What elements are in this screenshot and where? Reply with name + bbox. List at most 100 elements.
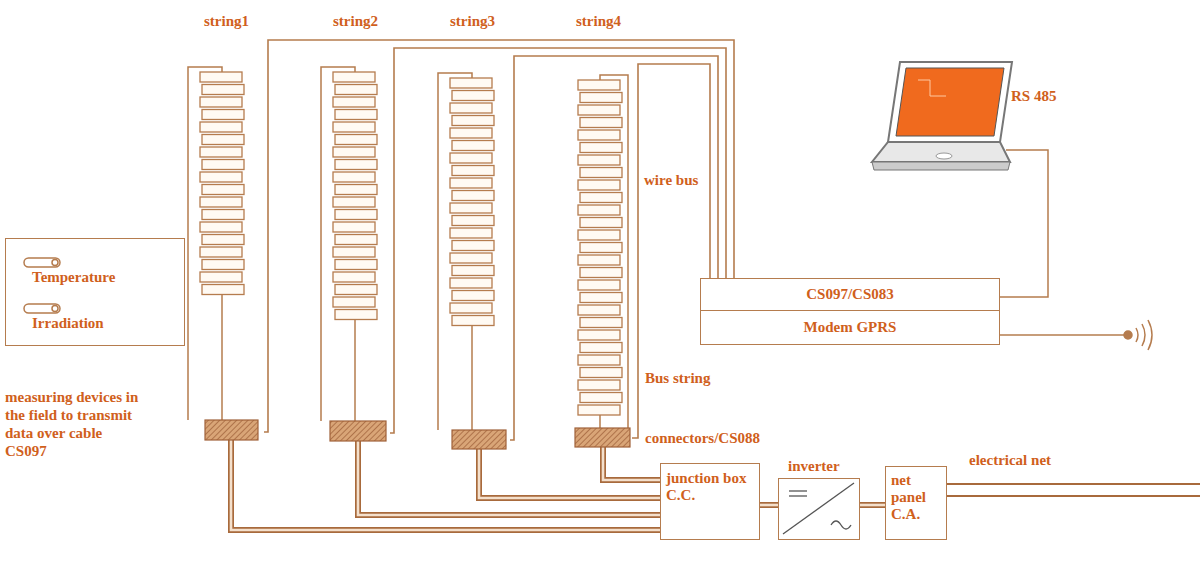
string-heading: string4 <box>576 13 621 30</box>
pv-module <box>450 228 492 238</box>
pv-module <box>578 305 620 315</box>
measuring-devices: TemperatureIrradiationmeasuring devices … <box>5 238 185 460</box>
pv-module <box>200 147 242 157</box>
pv-module <box>202 110 244 120</box>
string-wire <box>599 415 601 428</box>
caption-text: measuring devices in the field to transm… <box>5 388 145 460</box>
pv-module <box>578 380 620 390</box>
box-label: junction box C.C. <box>666 470 754 504</box>
connector-group <box>760 505 778 506</box>
string-connector <box>452 430 506 449</box>
laptop-lid <box>888 62 1012 142</box>
pv-module <box>333 147 375 157</box>
string-wire <box>221 295 223 421</box>
dc-cable <box>479 449 660 498</box>
pv-module <box>450 153 492 163</box>
pv-module <box>578 205 620 215</box>
dc-cable <box>860 502 885 508</box>
grid-wire <box>946 483 1200 485</box>
laptop <box>872 62 1012 170</box>
dc-cable <box>231 440 660 530</box>
pv-module <box>452 266 494 276</box>
pv-module <box>335 310 377 320</box>
pv-module <box>578 280 620 290</box>
string-wire <box>188 67 222 420</box>
process-box: CS097/CS083 <box>700 278 1000 311</box>
pv-module <box>200 72 242 82</box>
box-label: Modem GPRS <box>706 319 994 336</box>
string-heading: string1 <box>204 13 249 30</box>
pv-module <box>335 160 377 170</box>
touchpad <box>936 153 952 159</box>
pv-module <box>580 168 622 178</box>
pv-module <box>333 297 375 307</box>
pv-module <box>333 122 375 132</box>
string-wire <box>600 75 628 428</box>
pv-module <box>202 210 244 220</box>
pv-module <box>333 172 375 182</box>
laptop-base <box>872 162 1010 170</box>
grid-wire <box>946 495 1200 497</box>
string-wire <box>321 67 355 421</box>
pv-module <box>202 235 244 245</box>
laptop-screen <box>896 68 1004 136</box>
pv-module <box>450 128 492 138</box>
sensor-icons <box>24 258 60 313</box>
box-label: CS097/CS083 <box>706 286 994 303</box>
pv-module <box>450 78 492 88</box>
pv-module <box>452 191 494 201</box>
pv-module <box>580 368 622 378</box>
pv-string: string3 <box>440 12 510 449</box>
pv-module <box>333 97 375 107</box>
cable-core <box>358 441 660 515</box>
pv-module <box>580 243 622 253</box>
pv-module <box>200 247 242 257</box>
pv-module <box>202 260 244 270</box>
cable-core <box>603 447 660 480</box>
inverter-symbol <box>779 479 858 538</box>
pv-module <box>450 278 492 288</box>
pv-module <box>578 230 620 240</box>
pv-string <box>578 75 628 428</box>
pv-module <box>580 143 622 153</box>
connector-group <box>603 447 660 480</box>
pv-module <box>578 355 620 365</box>
pv-module <box>200 272 242 282</box>
process-box: net panel C.A. <box>885 466 947 540</box>
connector-group <box>479 449 660 498</box>
pv-module <box>578 180 620 190</box>
pv-module <box>580 343 622 353</box>
pv-modules <box>188 67 628 430</box>
pv-module <box>333 222 375 232</box>
bus-wire <box>264 40 734 432</box>
string-heading: string3 <box>450 13 495 30</box>
pv-module <box>452 316 494 326</box>
pv-module <box>335 235 377 245</box>
antenna-lead <box>1000 334 1124 336</box>
pv-module <box>335 85 377 95</box>
process-box: Modem GPRS <box>700 310 1000 345</box>
pv-module <box>200 172 242 182</box>
pv-module <box>450 303 492 313</box>
pv-module <box>580 118 622 128</box>
pv-module <box>578 155 620 165</box>
pv-module <box>335 185 377 195</box>
dc-cable <box>358 441 660 515</box>
pv-module <box>452 216 494 226</box>
pv-string <box>321 67 377 421</box>
antenna-dot <box>1124 331 1132 339</box>
temperature-sensor <box>24 258 60 267</box>
string-connector <box>330 421 386 441</box>
pv-string <box>188 67 244 420</box>
string-connector <box>205 420 258 440</box>
pv-module <box>335 135 377 145</box>
electrical-net-line <box>946 484 1200 496</box>
cable-core <box>760 504 778 507</box>
sensor-tip <box>52 306 58 312</box>
pv-module <box>335 285 377 295</box>
irradiation-sensor <box>24 304 60 313</box>
pv-module <box>580 393 622 403</box>
pv-module <box>578 330 620 340</box>
